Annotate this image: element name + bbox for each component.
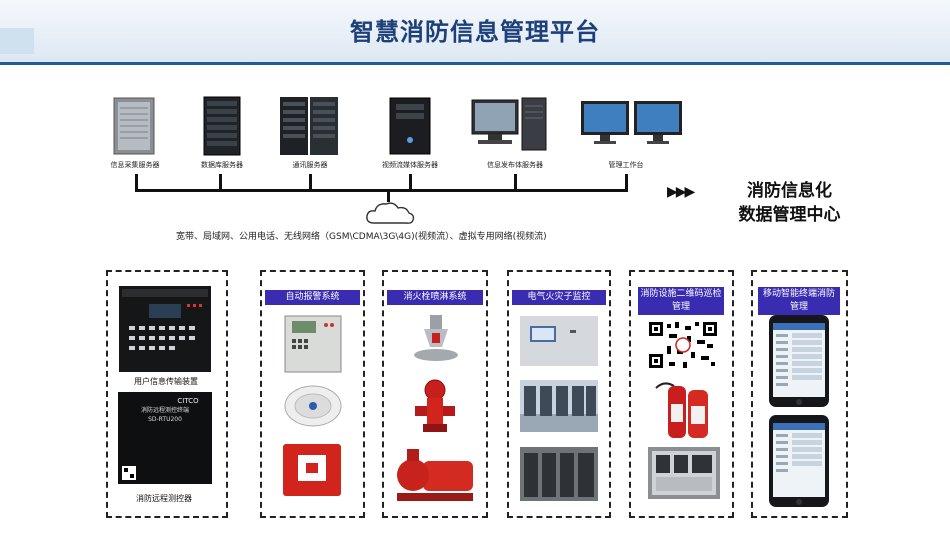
network-bus-line bbox=[135, 189, 628, 192]
header-underline bbox=[0, 62, 950, 65]
device-model-label: SD-RTU200 bbox=[148, 416, 182, 423]
equipment-rack-icon bbox=[520, 447, 598, 505]
mobile-phone-icon bbox=[768, 414, 830, 512]
panel-title-hydrant: 消火栓喷淋系统 bbox=[387, 290, 483, 305]
server-label-collect: 信息采集服务器 bbox=[110, 161, 160, 169]
fire-hydrant-icon bbox=[409, 378, 461, 440]
bus-drop bbox=[309, 174, 312, 190]
qr-code-icon bbox=[647, 320, 719, 374]
server-label-publish: 信息发布体服务器 bbox=[487, 161, 543, 169]
network-caption: 宽带、局域网、公用电话、无线网络（GSM\CDMA\3G\4G)(视频流）、虚拟… bbox=[176, 232, 547, 242]
panel-title-electrical: 电气火灾子监控 bbox=[512, 290, 606, 305]
panel-title-qr-patrol: 消防设施二维码巡检管理 bbox=[638, 287, 724, 315]
header-accent bbox=[0, 28, 34, 54]
monitor-cabinet-icon bbox=[520, 316, 598, 370]
fire-equipment-cabinet-icon bbox=[648, 447, 720, 503]
panel-transmission bbox=[106, 270, 228, 518]
manual-alarm-icon bbox=[282, 443, 342, 501]
server-label-video: 视频流媒体服务器 bbox=[382, 161, 438, 169]
arrow-icon: ▶▶▶ bbox=[667, 184, 695, 200]
alarm-controller-icon bbox=[284, 315, 342, 377]
panel-hydrant bbox=[382, 270, 488, 518]
monitor-icon bbox=[580, 100, 684, 152]
server-room-icon bbox=[520, 380, 598, 436]
panel-title-auto-alarm: 自动报警系统 bbox=[265, 290, 360, 305]
tower-server-icon bbox=[388, 96, 432, 160]
bus-drop bbox=[409, 174, 412, 190]
caption-remote: 消防远程测控器 bbox=[136, 494, 192, 503]
panel-mobile bbox=[751, 270, 848, 518]
bus-drop bbox=[514, 174, 517, 190]
cloud-link bbox=[387, 190, 390, 202]
bus-drop bbox=[625, 174, 628, 190]
panel-title-mobile: 移动智能终端消防管理 bbox=[758, 287, 840, 315]
workstation-icon bbox=[470, 96, 548, 160]
sprinkler-icon bbox=[412, 313, 460, 369]
mobile-phone-icon bbox=[768, 314, 830, 412]
remote-controller-icon: CITCO 消防远程测控终端 SD-RTU200 bbox=[118, 392, 212, 488]
tower-server-icon bbox=[112, 96, 156, 160]
server-label-database: 数据库服务器 bbox=[201, 161, 243, 169]
panel-auto-alarm bbox=[260, 270, 365, 518]
header-band bbox=[0, 0, 950, 62]
smoke-detector-icon bbox=[283, 384, 343, 432]
panel-qr-patrol bbox=[629, 270, 734, 518]
server-label-workstation: 管理工作台 bbox=[608, 161, 644, 169]
server-label-comm: 通讯服务器 bbox=[292, 161, 328, 169]
bus-drop bbox=[219, 174, 222, 190]
data-center-title: 消防信息化 数据管理中心 bbox=[712, 179, 867, 227]
fire-extinguisher-icon bbox=[654, 378, 718, 444]
page-title: 智慧消防信息管理平台 bbox=[350, 18, 600, 46]
fire-pump-icon bbox=[393, 447, 477, 509]
cloud-icon bbox=[364, 199, 416, 231]
device-remote-label: 消防远程测控终端 bbox=[141, 406, 189, 414]
panel-electrical bbox=[507, 270, 611, 518]
device-brand-label: CITCO bbox=[177, 397, 199, 405]
caption-transmission: 用户信息传输装置 bbox=[134, 377, 198, 386]
transmission-device-icon bbox=[119, 286, 211, 376]
bus-drop bbox=[135, 174, 138, 190]
center-line1: 消防信息化 bbox=[747, 181, 832, 201]
rack-server-icon bbox=[203, 96, 241, 160]
rack-server-icon bbox=[279, 96, 339, 160]
center-line2: 数据管理中心 bbox=[738, 205, 841, 225]
